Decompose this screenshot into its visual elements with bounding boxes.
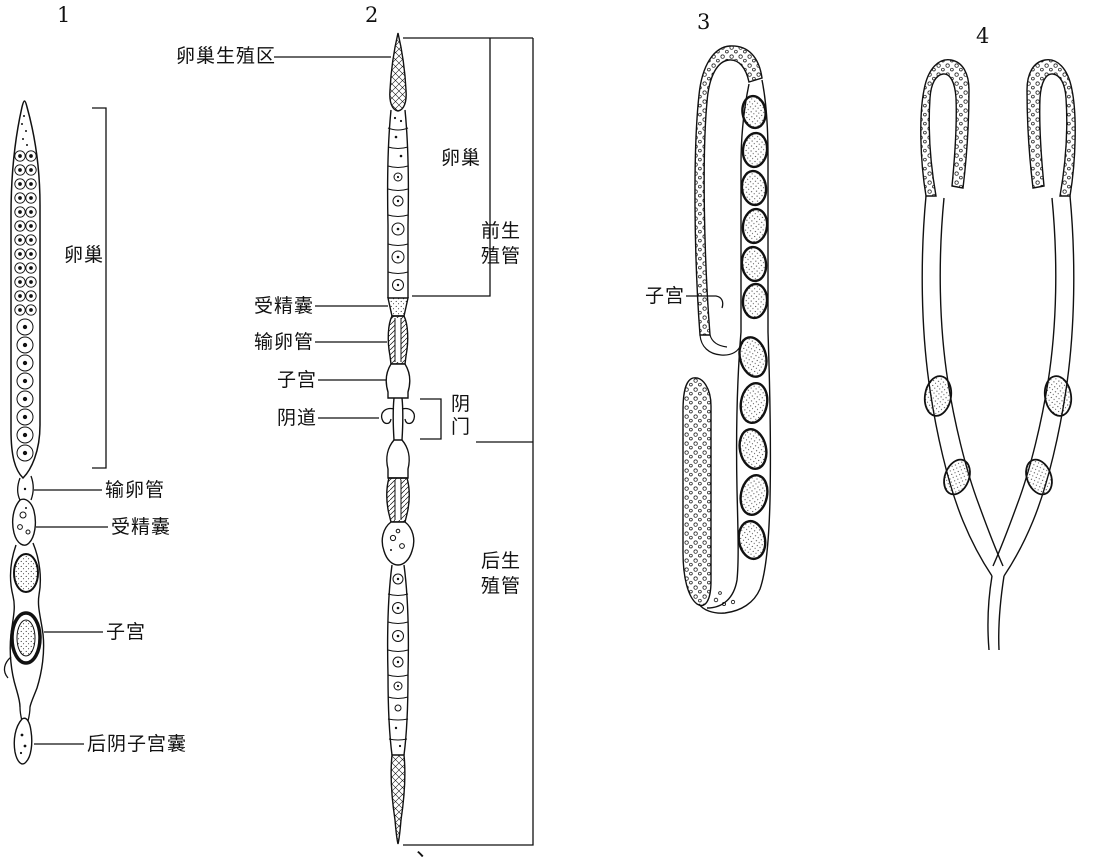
fig3-junction xyxy=(699,334,742,356)
fig4-right-egg-1 xyxy=(1043,375,1073,417)
fig1-ovary-label: 卵巢 xyxy=(64,245,105,266)
fig2-vulva-bracket xyxy=(420,398,442,440)
fig4-left-ovary-hook xyxy=(920,59,970,197)
figure3-annotations xyxy=(686,295,724,309)
fig3-central-eggs xyxy=(737,336,769,561)
fig4-right-egg-2 xyxy=(1025,458,1053,496)
fig2-spermatheca-label: 受精囊 xyxy=(254,296,315,317)
fig3-upper-eggs xyxy=(740,94,769,320)
figure2-number: 2 xyxy=(365,3,379,27)
figure3-number: 3 xyxy=(697,10,711,34)
fig1-tip-dots xyxy=(21,115,28,146)
fig1-oviduct-label: 输卵管 xyxy=(105,480,166,501)
figure2-annotations xyxy=(274,37,534,846)
fig2-lower-spermatheca xyxy=(381,521,415,566)
fig3-uterus-leader xyxy=(686,295,724,309)
fig1-oviduct xyxy=(17,475,34,501)
fig4-left-egg-1 xyxy=(923,375,953,417)
fig1-uterus xyxy=(3,542,45,708)
fig2-vulva-label: 阴门 xyxy=(451,394,472,438)
fig2-lower-oviduct xyxy=(386,477,410,523)
fig2-posterior-tube-label: 后生殖管 xyxy=(481,551,522,597)
figure2-drawing xyxy=(380,32,416,845)
figure1-drawing xyxy=(3,100,45,765)
fig4-left-tube xyxy=(921,195,1004,577)
fig2-germinal-zone-label: 卵巢生殖区 xyxy=(176,46,277,67)
fig3-lower-ovary-limb xyxy=(682,377,712,607)
caption-fragment: 、 xyxy=(416,836,440,861)
figure4-drawing xyxy=(920,59,1076,651)
fig2-lower-ovary-cells xyxy=(386,564,410,756)
fig2-oviduct-label: 输卵管 xyxy=(254,332,315,353)
figure4-number: 4 xyxy=(976,24,990,48)
fig2-upper-oviduct xyxy=(387,315,409,365)
fig3-uterus-label: 子宫 xyxy=(645,286,686,307)
fig4-common-tube xyxy=(987,575,1005,651)
fig2-lower-uterus xyxy=(386,439,410,479)
fig2-anterior-tube-label: 前生殖管 xyxy=(481,221,522,267)
fig3-bottom-granules xyxy=(713,591,736,607)
fig2-germinal-tip xyxy=(389,32,407,112)
fig2-upper-spermatheca xyxy=(387,297,409,317)
fig2-upper-ovary-cells xyxy=(386,109,410,298)
fig2-upper-uterus xyxy=(385,363,411,399)
fig2-vagina-vulva xyxy=(380,397,416,441)
fig4-right-ovary-hook xyxy=(1026,59,1076,197)
fig3-central-uterus-tube xyxy=(698,331,772,614)
fig1-spermatheca-label: 受精囊 xyxy=(111,517,172,538)
fig1-post-vulval-sac-label: 后阴子宫囊 xyxy=(87,734,188,755)
fig2-genital-tube-bracket xyxy=(403,38,534,846)
fig2-vagina-label: 阴道 xyxy=(277,408,318,429)
fig2-uterus-label: 子宫 xyxy=(277,370,318,391)
fig1-post-vulval-sac xyxy=(13,706,33,765)
fig1-ovary-bracket xyxy=(92,107,107,469)
fig2-ovary-label: 卵巢 xyxy=(441,148,482,169)
fig2-ovary-bracket xyxy=(412,38,491,297)
fig4-right-tube xyxy=(992,195,1075,577)
fig3-reflexed-ovary-strip xyxy=(694,45,763,336)
fig1-spermatheca xyxy=(11,498,37,546)
figure3-drawing xyxy=(682,45,772,614)
fig3-upper-uterus-tube xyxy=(740,79,769,332)
figure1-annotations xyxy=(34,107,108,745)
fig1-uterus-label: 子宫 xyxy=(106,622,147,643)
fig4-left-egg-2 xyxy=(943,458,971,496)
figure1-number: 1 xyxy=(57,3,71,27)
fig2-bottom-tip xyxy=(390,754,406,845)
